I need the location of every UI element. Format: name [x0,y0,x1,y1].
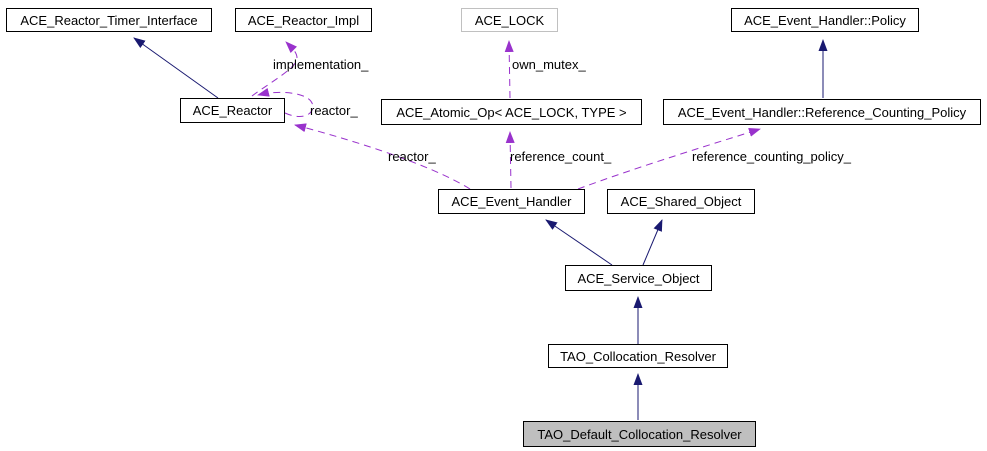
edge-usage-reference-counting-policy [577,128,761,190]
edge-inherit-service-object-to-event-handler [545,219,613,266]
node-ace-service-object[interactable]: ACE_Service_Object [565,265,712,291]
node-ace-shared-object[interactable]: ACE_Shared_Object [607,189,755,214]
node-ace-event-handler-policy[interactable]: ACE_Event_Handler::Policy [731,8,919,32]
edge-usage-reactor [294,123,471,190]
edge-inherit-service-object-to-shared-object [642,219,663,266]
edge-label-reference-counting-policy: reference_counting_policy_ [692,149,851,164]
node-ace-event-handler-reference-counting-policy[interactable]: ACE_Event_Handler::Reference_Counting_Po… [663,99,981,125]
node-tao-collocation-resolver[interactable]: TAO_Collocation_Resolver [548,344,728,368]
edge-label-own-mutex: own_mutex_ [512,57,586,72]
edge-label-reactor: reactor_ [388,149,436,164]
edge-inherit-reactor-to-timer-interface [133,37,219,99]
edge-label-implementation: implementation_ [273,57,369,72]
edge-usage-reference-count [505,131,515,189]
node-ace-atomic-op[interactable]: ACE_Atomic_Op< ACE_LOCK, TYPE > [381,99,642,125]
edge-usage-reactor-self-loop [257,87,314,117]
edge-usage-implementation [251,41,298,97]
node-ace-lock[interactable]: ACE_LOCK [461,8,558,32]
edge-label-reference-count: reference_count_ [510,149,612,164]
node-ace-reactor[interactable]: ACE_Reactor [180,98,285,123]
edge-label-reactor-self: reactor_ [310,103,358,118]
node-ace-event-handler[interactable]: ACE_Event_Handler [438,189,585,214]
node-ace-reactor-timer-interface[interactable]: ACE_Reactor_Timer_Interface [6,8,212,32]
edge-usage-own-mutex [504,40,514,99]
node-tao-default-collocation-resolver[interactable]: TAO_Default_Collocation_Resolver [523,421,756,447]
node-ace-reactor-impl[interactable]: ACE_Reactor_Impl [235,8,372,32]
